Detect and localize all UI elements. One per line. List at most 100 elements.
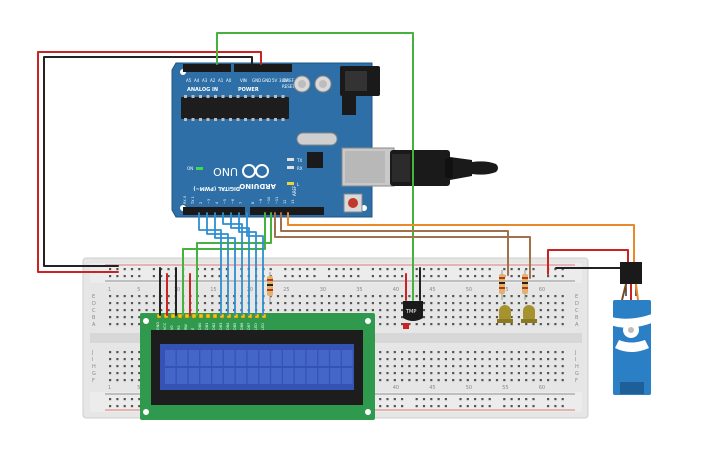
l-label: L [297,182,300,187]
lcd-pin-header[interactable] [156,313,267,319]
usb-cable[interactable] [390,150,498,186]
row-letter: B [575,315,579,321]
power-header[interactable] [234,64,292,72]
column-number: 55 [502,287,508,293]
atmega-chip [181,97,289,119]
digital-pin-10-label: ~10 [267,197,271,204]
lcd-pin-e-label: E [191,328,195,330]
lcd-pin-gnd-label: GND [156,322,160,330]
row-letter: H [92,364,96,370]
row-letter: A [92,322,96,328]
column-number: 55 [502,385,508,391]
wire-gnd-black[interactable] [43,56,253,267]
wires[interactable] [37,32,635,316]
servo-motor[interactable] [607,262,659,395]
column-number: 1 [108,385,111,391]
wire-led2-brown[interactable] [274,212,531,279]
column-number: 5 [137,385,140,391]
on-led [196,167,203,170]
wire-lcd-e-green[interactable] [182,212,266,316]
led-1[interactable] [497,305,513,323]
row-letter: E [575,294,578,300]
power-pin-3v3-label: 3.3V [279,78,288,83]
wire-5v-red[interactable] [37,51,262,273]
atmega-chip-pins [184,95,285,121]
on-label: ON [187,166,193,171]
row-letter: A [575,322,579,328]
column-number: 35 [356,287,362,293]
analog-header[interactable] [183,64,231,72]
wire-lcd-db3-blue[interactable] [214,212,236,316]
analog-in-label: ANALOG IN [187,87,218,93]
lcd-pin-db3-label: DB3 [219,323,223,330]
digital-pin-4-label: 4 [215,201,219,204]
row-letter: F [92,378,95,384]
digital-header-high[interactable] [250,207,324,215]
lcd-character-cells [165,350,353,384]
row-letter: D [92,301,96,307]
lcd-pin-vcc-label: VCC [163,322,167,330]
lcd-16x2-display[interactable]: GND VCC V0 RS RW E DB0 DB1 DB2 DB3 DB4 D… [140,313,375,420]
lcd-backlight-resistor[interactable] [267,272,273,302]
wire-lcd-db2-blue[interactable] [206,212,229,316]
row-letter: B [92,315,96,321]
digital-pin-6-label: ~6 [231,199,235,204]
uno-model-text: UNO [213,165,238,178]
row-letter: H [575,364,579,370]
lcd-pin-rs-label: RS [177,325,181,330]
wire-a0-sensor-green[interactable] [216,32,414,301]
digital-header-low[interactable] [183,207,245,215]
digital-pin-12-label: 12 [283,200,287,204]
arduino-logo: ARDUINO [239,164,276,190]
column-number: 25 [283,287,289,293]
wire-servo-signal-orange[interactable] [287,212,635,269]
column-number: 60 [539,287,545,293]
wire-lcd-db1-blue[interactable] [198,212,222,316]
wire-led1-brown[interactable] [280,212,509,276]
wire-lcd-db5-blue[interactable] [230,212,250,316]
digital-pwm-label: DIGITAL (PWM~) [193,185,240,191]
digital-pin-5-label: ~5 [223,199,227,204]
column-number: 50 [466,287,472,293]
digital-pin-2-label: 2 [199,202,203,204]
tmp-temperature-sensor[interactable]: TMP [403,301,423,329]
wire-lcd-db4-blue[interactable] [222,212,243,316]
wire-lcd-rs-green[interactable] [196,212,272,316]
row-letter: I [575,357,576,363]
reset-label: RESET [282,84,295,89]
column-number: 45 [429,385,435,391]
led-2[interactable] [521,305,537,323]
column-number: 5 [137,287,140,293]
wire-lcd-db7-blue[interactable] [246,212,264,316]
column-number: 1 [108,287,111,293]
power-pin-vin-label: VIN [240,78,247,83]
rx-label: RX [297,166,303,171]
column-number: 40 [393,385,399,391]
wire-servo-vcc-red[interactable] [547,249,629,275]
lcd-pin-labels: GND VCC V0 RS RW E DB0 DB1 DB2 DB3 DB4 D… [156,322,265,330]
tx-label: TX [296,158,302,163]
led2-resistor[interactable] [522,270,528,300]
power-label: POWER [238,87,259,93]
digital-pin-tx1-label: TX 1 [191,196,195,205]
ioref-label: IOREF [282,78,295,83]
lcd-pin-db4-label: DB4 [226,322,230,330]
column-number: 30 [320,287,326,293]
analog-pin-a5-label: A5 [186,78,192,83]
analog-pin-a1-label: A1 [218,78,224,83]
lcd-pin-led-cathode-label: LED [261,323,265,330]
arduino-brand-text: ARDUINO [239,182,276,190]
power-pin-gnd2-label: GND [262,78,271,83]
analog-pin-a3-label: A3 [202,78,208,83]
led1-resistor[interactable] [499,270,505,300]
digital-pin-8-label: 8 [251,202,255,204]
arduino-uno-board[interactable]: A5 A4 A3 A2 A1 A0 VIN GND GND 5V 3.3V AN… [171,62,395,218]
wire-lcd-db6-blue[interactable] [238,212,257,316]
row-letter: G [575,371,579,377]
digital-pin-3-label: ~3 [207,199,211,204]
lcd-pin-led-anode-label: LED [254,323,258,330]
servo-connector[interactable] [620,262,642,284]
